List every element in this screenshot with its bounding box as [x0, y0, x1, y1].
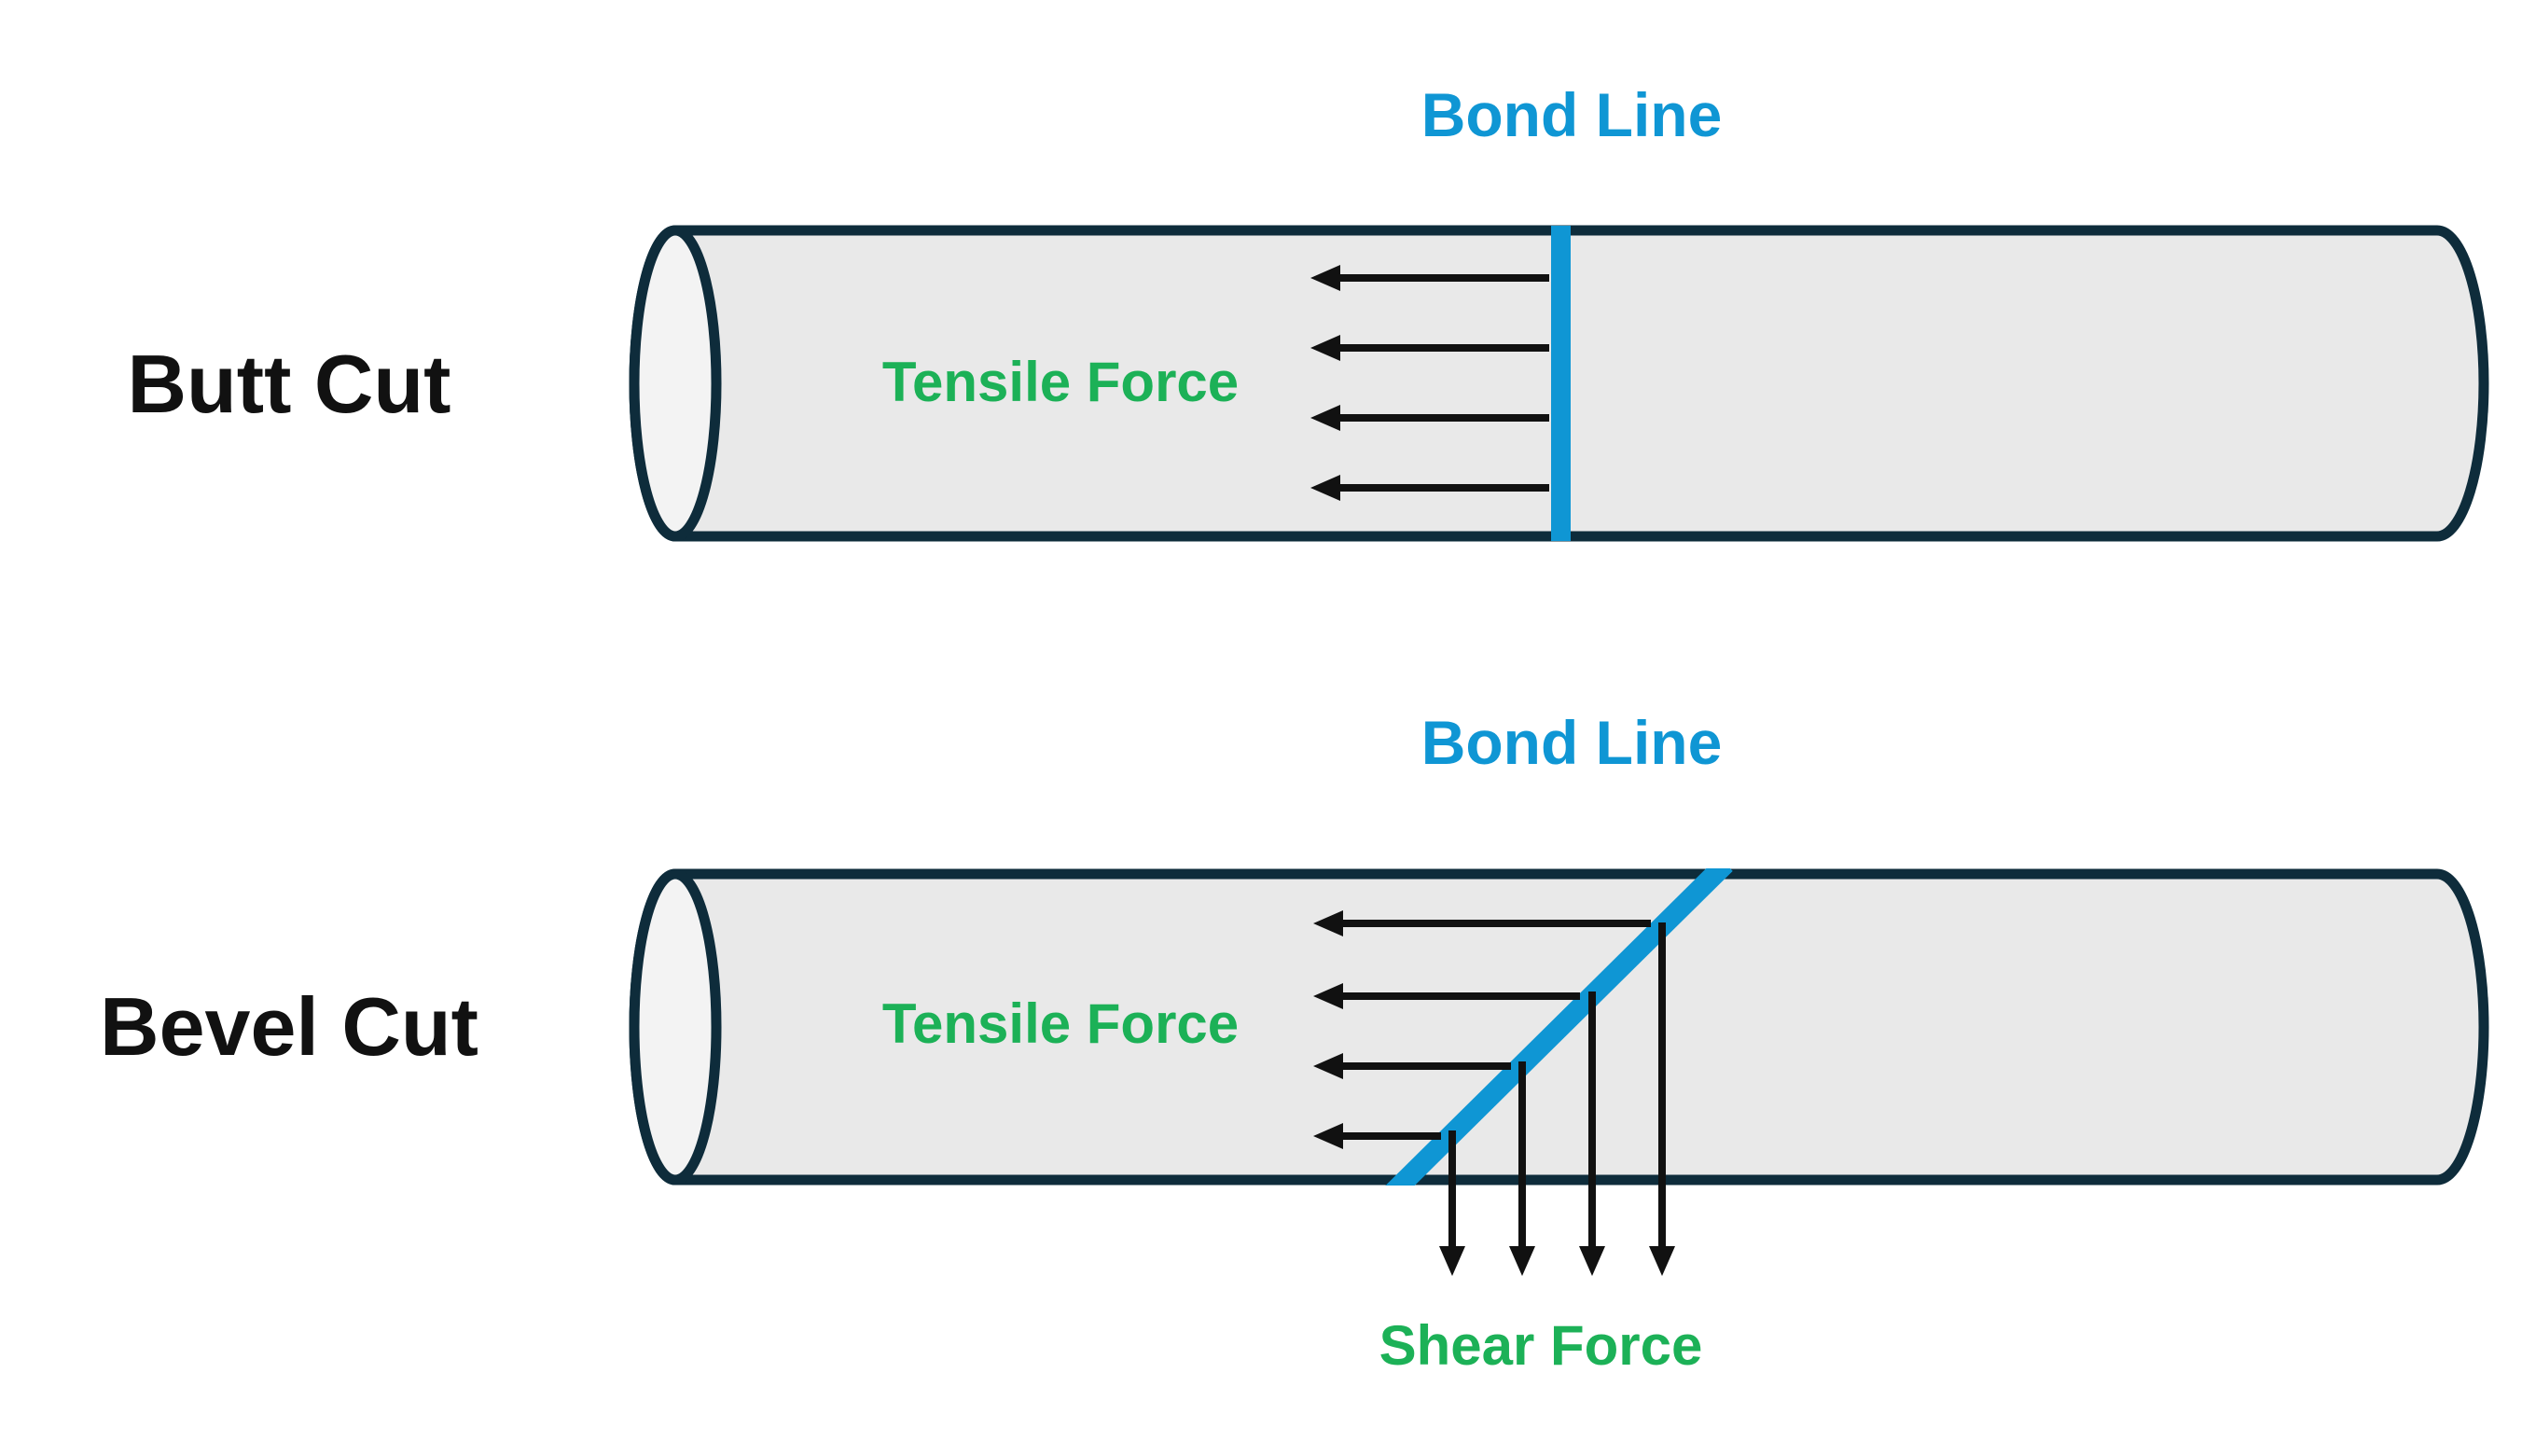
- tensile-arrow-icon: [1310, 405, 1549, 431]
- butt-cut-title: Butt Cut: [128, 338, 451, 430]
- shear-arrow-icon: [1579, 991, 1605, 1276]
- shear-arrow-icon: [1509, 1061, 1535, 1276]
- shear-arrow-icon: [1439, 1130, 1465, 1276]
- butt-tensile-arrows: [1310, 265, 1549, 501]
- tensile-arrow-icon: [1313, 910, 1651, 936]
- tensile-arrow-icon: [1310, 475, 1549, 501]
- butt-tensile-force-label: Tensile Force: [882, 351, 1239, 413]
- bevel-shear-force-label: Shear Force: [1379, 1314, 1703, 1377]
- butt-bond-line: [1551, 226, 1571, 541]
- tensile-arrow-icon: [1313, 1123, 1441, 1149]
- bevel-cylinder-end-cap: [629, 868, 722, 1186]
- bevel-shear-arrows: [1439, 922, 1675, 1276]
- tensile-arrow-icon: [1313, 1053, 1511, 1079]
- tensile-arrow-icon: [1310, 265, 1549, 291]
- bevel-tensile-arrows: [1313, 910, 1651, 1149]
- shear-arrow-icon: [1649, 922, 1675, 1276]
- butt-cylinder-end-cap: [629, 225, 722, 542]
- bevel-bond-line: [1385, 868, 1733, 1186]
- bevel-bond-line-label: Bond Line: [1421, 708, 1723, 777]
- bevel-tensile-force-label: Tensile Force: [882, 992, 1239, 1055]
- bevel-cut-diagram: Bond Line Bevel Cut Tensile Force: [100, 708, 2489, 1377]
- butt-cut-diagram: Bond Line Butt Cut Tensile Force: [128, 80, 2489, 542]
- tensile-arrow-icon: [1310, 335, 1549, 361]
- bevel-cut-title: Bevel Cut: [100, 980, 478, 1073]
- tensile-arrow-icon: [1313, 983, 1580, 1009]
- butt-bond-line-label: Bond Line: [1421, 80, 1723, 149]
